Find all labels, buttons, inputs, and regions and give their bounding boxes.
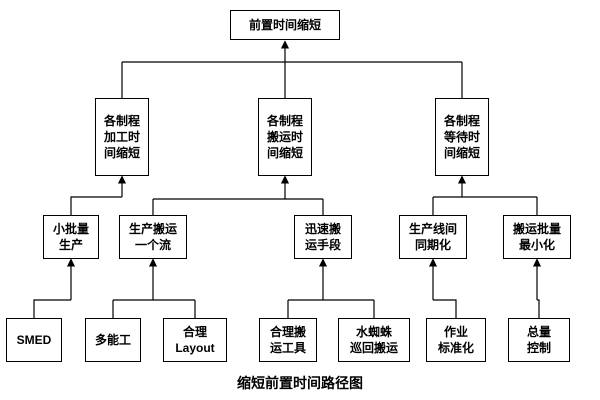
node-one-piece-flow-transport: 生产搬运 一个流	[119, 215, 187, 259]
node-label: 生产线间 同期化	[408, 221, 457, 252]
node-line-synchronization: 生产线间 同期化	[399, 215, 467, 259]
node-multi-skilled-worker: 多能工	[85, 318, 141, 362]
node-label: 前置时间缩短	[248, 17, 321, 32]
node-label: 迅速搬 运手段	[304, 221, 341, 252]
edge-smed-smallbatch	[33, 299, 71, 318]
node-label: 水蜘蛛 巡回搬运	[349, 324, 398, 355]
node-label: 合理搬 运工具	[269, 324, 306, 355]
node-label: 多能工	[94, 332, 131, 347]
node-label: 合理 Layout	[175, 324, 215, 355]
node-total-quantity-control: 总量 控制	[508, 318, 570, 362]
node-small-batch-production: 小批量 生产	[43, 215, 99, 259]
node-lead-time-reduction: 前置时间缩短	[230, 10, 340, 40]
edge-workstd-linesync	[433, 299, 457, 318]
node-label: 搬运批量 最小化	[512, 221, 561, 252]
node-label: 各制程 等待时 间缩短	[443, 113, 480, 161]
node-reasonable-transport-tools: 合理搬 运工具	[259, 318, 317, 362]
node-wait-time-reduction: 各制程 等待时 间缩短	[435, 98, 489, 176]
node-water-spider-circuit-transport: 水蜘蛛 巡回搬运	[338, 318, 410, 362]
node-label: 生产搬运 一个流	[128, 221, 177, 252]
node-transport-time-reduction: 各制程 搬运时 间缩短	[258, 98, 312, 176]
node-process-time-reduction: 各制程 加工时 间缩短	[95, 98, 149, 176]
node-transport-batch-minimization: 搬运批量 最小化	[503, 215, 571, 259]
edge-totalcontrol-minbatch	[537, 299, 540, 318]
node-label: 小批量 生产	[52, 221, 89, 252]
node-smed: SMED	[6, 318, 62, 362]
node-rapid-transport-means: 迅速搬 运手段	[294, 215, 352, 259]
diagram-caption: 缩短前置时间路径图	[237, 375, 363, 391]
node-label: 各制程 加工时 间缩短	[103, 113, 140, 161]
node-label: SMED	[16, 332, 52, 347]
node-label: 总量 控制	[526, 324, 551, 355]
node-reasonable-layout: 合理 Layout	[163, 318, 227, 362]
node-label: 作业 标准化	[437, 324, 474, 355]
node-label: 各制程 搬运时 间缩短	[266, 113, 303, 161]
node-work-standardization: 作业 标准化	[426, 318, 486, 362]
edge-smallbatch-proc	[70, 196, 122, 215]
